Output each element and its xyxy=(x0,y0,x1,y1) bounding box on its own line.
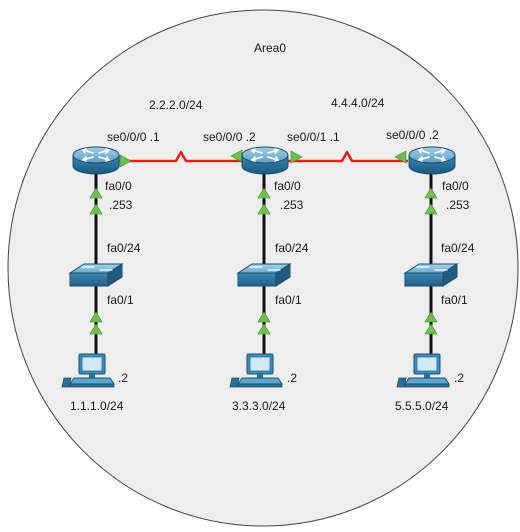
network-label-wan-right: 4.4.4.0/24 xyxy=(331,96,385,110)
interface-label-r2-fa: fa0/0 xyxy=(274,179,301,193)
router-icon[interactable] xyxy=(72,146,120,175)
network-label-wan-left: 2.2.2.0/24 xyxy=(149,98,203,112)
interface-label-sw3-down: fa0/1 xyxy=(441,293,468,307)
serial-link-r2-r3 xyxy=(286,150,408,163)
host-label-pc1: .2 xyxy=(118,371,128,385)
network-label-lan-mid: 3.3.3.0/24 xyxy=(232,399,286,413)
area-label: Area0 xyxy=(254,41,286,55)
interface-label-sw2-down: fa0/1 xyxy=(275,293,302,307)
host-label-r3-fa: .253 xyxy=(446,198,470,212)
host-label-pc3: .2 xyxy=(454,371,464,385)
serial-link-r1-r2 xyxy=(118,150,244,163)
host-label-r2-fa: .253 xyxy=(280,198,304,212)
host-label-pc2: .2 xyxy=(287,371,297,385)
interface-label-r3-serial: se0/0/0 .2 xyxy=(386,128,439,142)
interface-label-r1-fa: fa0/0 xyxy=(105,179,132,193)
interface-label-r3-fa: fa0/0 xyxy=(442,179,469,193)
interface-label-sw2-up: fa0/24 xyxy=(275,241,309,255)
interface-label-sw1-down: fa0/1 xyxy=(107,293,134,307)
interface-label-r1-serial: se0/0/0 .1 xyxy=(107,130,160,144)
router-icon[interactable] xyxy=(241,146,289,175)
interface-label-r2-serial-right: se0/0/1 .1 xyxy=(287,130,340,144)
network-label-lan-left: 1.1.1.0/24 xyxy=(70,399,124,413)
host-label-r1-fa: .253 xyxy=(109,198,133,212)
interface-label-sw1-up: fa0/24 xyxy=(107,241,141,255)
network-label-lan-right: 5.5.5.0/24 xyxy=(395,399,449,413)
router-icon[interactable] xyxy=(408,146,456,175)
interface-label-sw3-up: fa0/24 xyxy=(441,241,475,255)
interface-label-r2-serial-left: se0/0/0 .2 xyxy=(203,130,256,144)
